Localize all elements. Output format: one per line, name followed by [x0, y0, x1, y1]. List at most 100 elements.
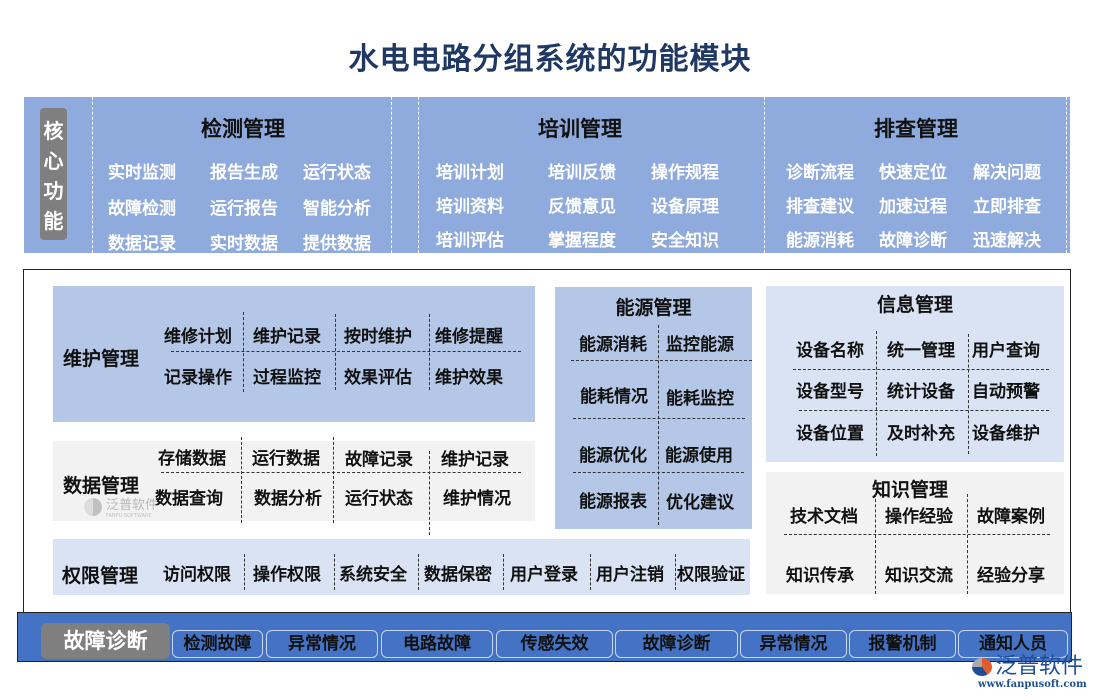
- fault-item[interactable]: 通知人员: [958, 630, 1068, 658]
- panel-detection-mgmt: 检测管理 实时监测 报告生成 运行状态 故障检测 运行报告 智能分析 数据记录 …: [95, 97, 391, 254]
- module-item[interactable]: 能源消耗: [786, 231, 854, 251]
- module-item[interactable]: 知识传承: [786, 566, 854, 586]
- module-item[interactable]: 技术文档: [790, 507, 858, 527]
- module-item[interactable]: 故障案例: [977, 507, 1045, 527]
- module-item[interactable]: 维修计划: [164, 327, 232, 347]
- module-item[interactable]: 快速定位: [879, 163, 947, 183]
- divider: [764, 97, 765, 253]
- module-item[interactable]: 用户查询: [972, 341, 1040, 361]
- fault-item[interactable]: 异常情况: [740, 630, 847, 658]
- divider: [968, 334, 969, 454]
- panel-info-mgmt: 信息管理 设备名称 统一管理 用户查询 设备型号 统计设备 自动预警 设备位置 …: [766, 286, 1064, 462]
- module-item[interactable]: 能耗情况: [580, 387, 648, 407]
- module-item[interactable]: 数据记录: [108, 234, 176, 254]
- fault-item[interactable]: 报警机制: [849, 630, 956, 658]
- module-item[interactable]: 操作权限: [253, 565, 321, 585]
- fault-diagnosis-label: 故障诊断: [41, 623, 170, 659]
- divider: [876, 331, 877, 456]
- module-item[interactable]: 监控能源: [666, 335, 734, 355]
- module-item[interactable]: 优化建议: [666, 493, 734, 513]
- module-item[interactable]: 掌握程度: [548, 231, 616, 251]
- module-item[interactable]: 设备名称: [796, 341, 864, 361]
- module-item[interactable]: 用户登录: [510, 565, 578, 585]
- module-item[interactable]: 维修提醒: [435, 327, 503, 347]
- module-item[interactable]: 存储数据: [158, 449, 226, 469]
- module-item[interactable]: 运行状态: [303, 163, 371, 183]
- module-item[interactable]: 提供数据: [303, 234, 371, 254]
- fault-item[interactable]: 电路故障: [381, 630, 493, 658]
- module-item[interactable]: 知识交流: [885, 566, 953, 586]
- module-item[interactable]: 数据查询: [155, 489, 223, 509]
- divider: [429, 451, 430, 535]
- module-item[interactable]: 立即排查: [973, 197, 1041, 217]
- module-item[interactable]: 系统安全: [339, 565, 407, 585]
- module-item[interactable]: 培训计划: [436, 163, 504, 183]
- module-item[interactable]: 能源报表: [579, 492, 647, 512]
- module-item[interactable]: 经验分享: [977, 566, 1045, 586]
- divider: [571, 360, 752, 361]
- module-item[interactable]: 能源消耗: [579, 335, 647, 355]
- module-item[interactable]: 智能分析: [303, 199, 371, 219]
- module-item[interactable]: 自动预警: [972, 382, 1040, 402]
- module-item[interactable]: 实时数据: [210, 234, 278, 254]
- divider: [573, 418, 745, 419]
- module-item[interactable]: 权限验证: [677, 565, 745, 585]
- module-item[interactable]: 能耗监控: [666, 389, 734, 409]
- module-item[interactable]: 反馈意见: [548, 197, 616, 217]
- module-item[interactable]: 维护情况: [443, 489, 511, 509]
- panel-title: 排查管理: [874, 117, 958, 141]
- divider: [418, 554, 419, 590]
- module-item[interactable]: 培训资料: [436, 197, 504, 217]
- module-item[interactable]: 培训评估: [436, 231, 504, 251]
- module-item[interactable]: 设备原理: [651, 197, 719, 217]
- module-item[interactable]: 运行数据: [252, 449, 320, 469]
- module-item[interactable]: 排查建议: [786, 197, 854, 217]
- module-item[interactable]: 安全知识: [651, 231, 719, 251]
- module-item[interactable]: 设备维护: [972, 424, 1040, 444]
- module-item[interactable]: 解决问题: [973, 163, 1041, 183]
- module-item[interactable]: 故障检测: [108, 199, 176, 219]
- module-item[interactable]: 访问权限: [163, 565, 231, 585]
- divider: [503, 554, 504, 590]
- panel-maintenance-mgmt: 维护管理 维修计划 维护记录 按时维护 维修提醒 记录操作 过程监控 效果评估 …: [53, 286, 535, 422]
- module-item[interactable]: 维护效果: [435, 368, 503, 388]
- module-item[interactable]: 记录操作: [164, 368, 232, 388]
- divider: [333, 437, 334, 523]
- module-item[interactable]: 及时补充: [887, 424, 955, 444]
- module-item[interactable]: 统一管理: [887, 341, 955, 361]
- module-item[interactable]: 报告生成: [210, 163, 278, 183]
- module-item[interactable]: 实时监测: [108, 163, 176, 183]
- fault-item[interactable]: 检测故障: [172, 630, 263, 658]
- module-item[interactable]: 数据分析: [254, 489, 322, 509]
- divider: [92, 97, 93, 253]
- module-item[interactable]: 过程监控: [253, 368, 321, 388]
- module-item[interactable]: 培训反馈: [548, 163, 616, 183]
- module-item[interactable]: 数据保密: [424, 565, 492, 585]
- module-item[interactable]: 维护记录: [253, 327, 321, 347]
- module-item[interactable]: 运行状态: [345, 489, 413, 509]
- module-item[interactable]: 加速过程: [879, 197, 947, 217]
- module-item[interactable]: 诊断流程: [786, 163, 854, 183]
- fault-item[interactable]: 传感失效: [496, 630, 613, 658]
- panel-title: 能源管理: [615, 297, 692, 319]
- divider: [658, 325, 659, 525]
- module-item[interactable]: 维护记录: [441, 450, 509, 470]
- fault-item[interactable]: 故障诊断: [615, 630, 738, 658]
- module-item[interactable]: 操作规程: [651, 163, 719, 183]
- module-item[interactable]: 按时维护: [344, 327, 412, 347]
- fault-item[interactable]: 异常情况: [266, 630, 378, 658]
- module-item[interactable]: 故障记录: [345, 450, 413, 470]
- module-item[interactable]: 统计设备: [887, 382, 955, 402]
- fanpu-logo-icon: [972, 658, 992, 676]
- module-item[interactable]: 故障诊断: [879, 231, 947, 251]
- module-item[interactable]: 用户注销: [596, 565, 664, 585]
- module-item[interactable]: 能源使用: [665, 446, 733, 466]
- module-item[interactable]: 设备位置: [796, 424, 864, 444]
- module-item[interactable]: 能源优化: [579, 446, 647, 466]
- module-item[interactable]: 设备型号: [796, 382, 864, 402]
- module-item[interactable]: 运行报告: [210, 199, 278, 219]
- module-item[interactable]: 效果评估: [344, 368, 412, 388]
- module-item[interactable]: 操作经验: [885, 507, 953, 527]
- module-item[interactable]: 迅速解决: [973, 231, 1041, 251]
- page-title: 水电电路分组系统的功能模块: [348, 42, 752, 77]
